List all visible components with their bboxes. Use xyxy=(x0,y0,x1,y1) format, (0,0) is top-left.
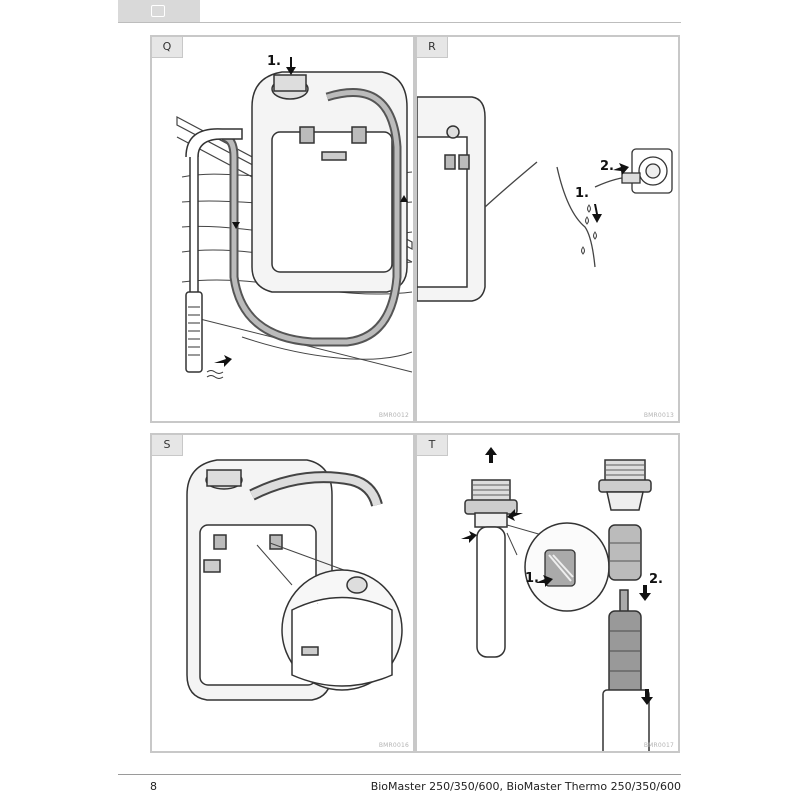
step-1-label: 1. xyxy=(575,186,589,201)
step-1-label: 1. xyxy=(525,571,539,586)
page-number: 8 xyxy=(150,780,157,793)
panel-label: Q xyxy=(152,37,183,58)
canister-detail-illustration: · xyxy=(186,459,403,701)
top-tab xyxy=(118,0,200,22)
image-code: BMR0016 xyxy=(378,742,409,749)
panel-label: R xyxy=(417,37,448,58)
step-2-label: 2. xyxy=(649,572,663,587)
image-code: BMR0012 xyxy=(378,412,409,419)
filter-hose-illustration: 1. xyxy=(176,54,413,379)
image-code: BMR0013 xyxy=(643,412,674,419)
panel-s: S · BMR0016 xyxy=(150,433,415,753)
footer-title: BioMaster 250/350/600, BioMaster Thermo … xyxy=(370,780,681,793)
panel-q: Q xyxy=(150,35,415,423)
power-plug-illustration: 2. 1. xyxy=(417,96,673,302)
image-code: BMR0017 xyxy=(643,742,674,749)
heater-illustration: 1. 2. xyxy=(461,447,663,751)
panel-label: S xyxy=(152,435,183,456)
panel-label: T xyxy=(417,435,448,456)
dial-marking: · xyxy=(317,601,319,607)
step-1-label: 1. xyxy=(267,54,281,69)
panel-t: T 1. xyxy=(415,433,680,753)
footer-divider xyxy=(118,774,681,775)
top-divider xyxy=(118,22,681,23)
panel-r: R 2. 1. B xyxy=(415,35,680,423)
step-2-label: 2. xyxy=(600,159,614,174)
rectangle-icon xyxy=(151,5,165,17)
